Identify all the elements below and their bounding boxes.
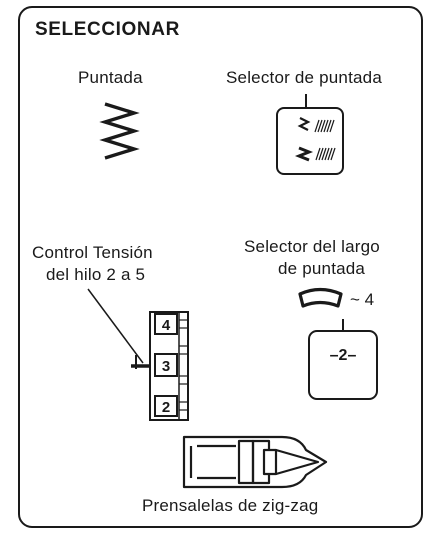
length-value-label: ~ 4 [350,290,374,309]
tension-dial-icon: 4 3 2 [131,311,189,421]
stitch-selector-label: Selector de puntada [226,68,382,87]
tension-label-line2: del hilo 2 a 5 [46,265,146,284]
tension-label-line1: Control Tensión [32,243,153,262]
length-selector-dial-icon: –2– [308,319,378,400]
length-label-line1: Selector del largo [244,237,380,256]
length-label-line2: de puntada [278,259,366,278]
tension-number-3: 3 [162,358,170,375]
length-gauge-icon [298,287,343,308]
tension-leader-line [87,288,144,364]
zigzag-presser-foot-icon [182,435,328,489]
zigzag-stitch-icon [99,102,140,160]
stitch-label: Puntada [78,68,143,87]
stitch-selector-dial-icon [276,94,344,175]
presser-foot-label: Prensalelas de zig-zag [142,496,319,515]
tension-number-4: 4 [162,317,171,334]
instruction-frame [18,6,423,528]
length-dial-value: –2– [330,347,357,364]
section-title: SELECCIONAR [35,19,180,40]
tension-number-2: 2 [162,399,170,416]
